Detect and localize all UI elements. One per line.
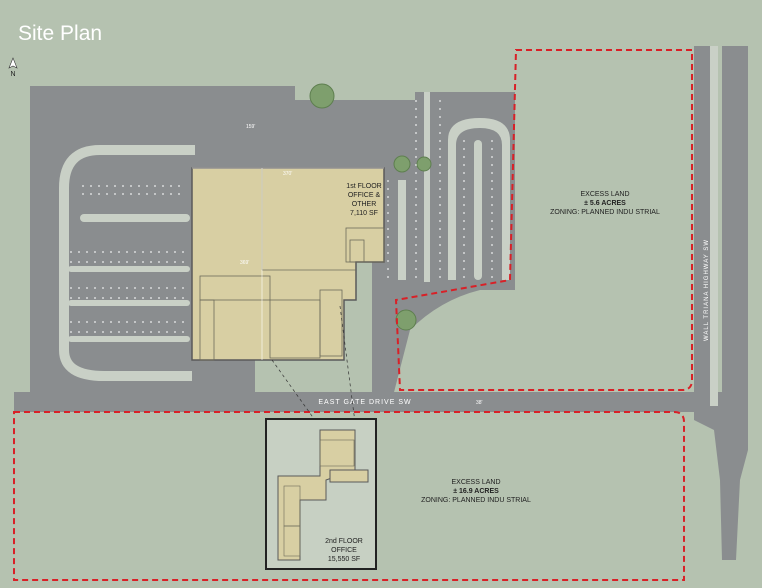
excess-land-north-label: EXCESS LAND ± 5.6 ACRES ZONING: PLANNED …	[550, 191, 660, 216]
parking-islands-east	[398, 92, 510, 282]
svg-text:OFFICE &: OFFICE &	[348, 192, 381, 199]
tree-icon	[309, 83, 432, 331]
parking-stalls-west	[70, 185, 185, 333]
dim-top-access: 159'	[246, 124, 255, 130]
first-floor-label: 1st FLOOR OFFICE & OTHER 7,110 SF	[346, 183, 381, 217]
svg-text:EXCESS LAND: EXCESS LAND	[580, 191, 629, 198]
svg-text:1st FLOOR: 1st FLOOR	[346, 183, 381, 190]
east-gate-drive-label: EAST GATE DRIVE SW	[318, 399, 411, 406]
excess-land-boundary-south	[13, 411, 685, 581]
parking-island	[59, 145, 195, 381]
svg-text:2nd FLOOR: 2nd FLOOR	[325, 538, 363, 545]
excess-land-boundary-north	[394, 49, 693, 391]
svg-text:OTHER: OTHER	[352, 201, 377, 208]
svg-text:± 5.6 ACRES: ± 5.6 ACRES	[584, 200, 626, 207]
wall-triana-highway-label: WALL TRIANA HIGHWAY SW	[704, 239, 710, 341]
parking-stalls-east	[387, 100, 493, 280]
excess-land-south-label: EXCESS LAND ± 16.9 ACRES ZONING: PLANNED…	[421, 479, 531, 504]
svg-text:OFFICE: OFFICE	[331, 547, 357, 554]
dim-building-width: 370'	[283, 171, 292, 177]
dim-drive-width: 38'	[476, 400, 483, 406]
north-arrow-icon: N	[8, 57, 18, 78]
svg-text:7,110 SF: 7,110 SF	[350, 210, 378, 217]
main-building	[191, 167, 385, 361]
svg-text:15,550 SF: 15,550 SF	[328, 556, 360, 563]
svg-text:± 16.9 ACRES: ± 16.9 ACRES	[453, 488, 499, 495]
north-label: N	[10, 71, 15, 78]
second-floor-label: 2nd FLOOR OFFICE 15,550 SF	[325, 538, 363, 563]
second-floor-inset	[265, 418, 377, 570]
svg-text:ZONING: PLANNED INDU STRIAL: ZONING: PLANNED INDU STRIAL	[421, 497, 531, 504]
parking-islands-west	[68, 214, 190, 342]
dim-building-depth: 369'	[240, 260, 249, 266]
svg-text:ZONING: PLANNED INDU STRIAL: ZONING: PLANNED INDU STRIAL	[550, 209, 660, 216]
svg-text:EXCESS LAND: EXCESS LAND	[451, 479, 500, 486]
inset-callout-lines	[271, 305, 357, 431]
page-title: Site Plan	[18, 22, 103, 45]
